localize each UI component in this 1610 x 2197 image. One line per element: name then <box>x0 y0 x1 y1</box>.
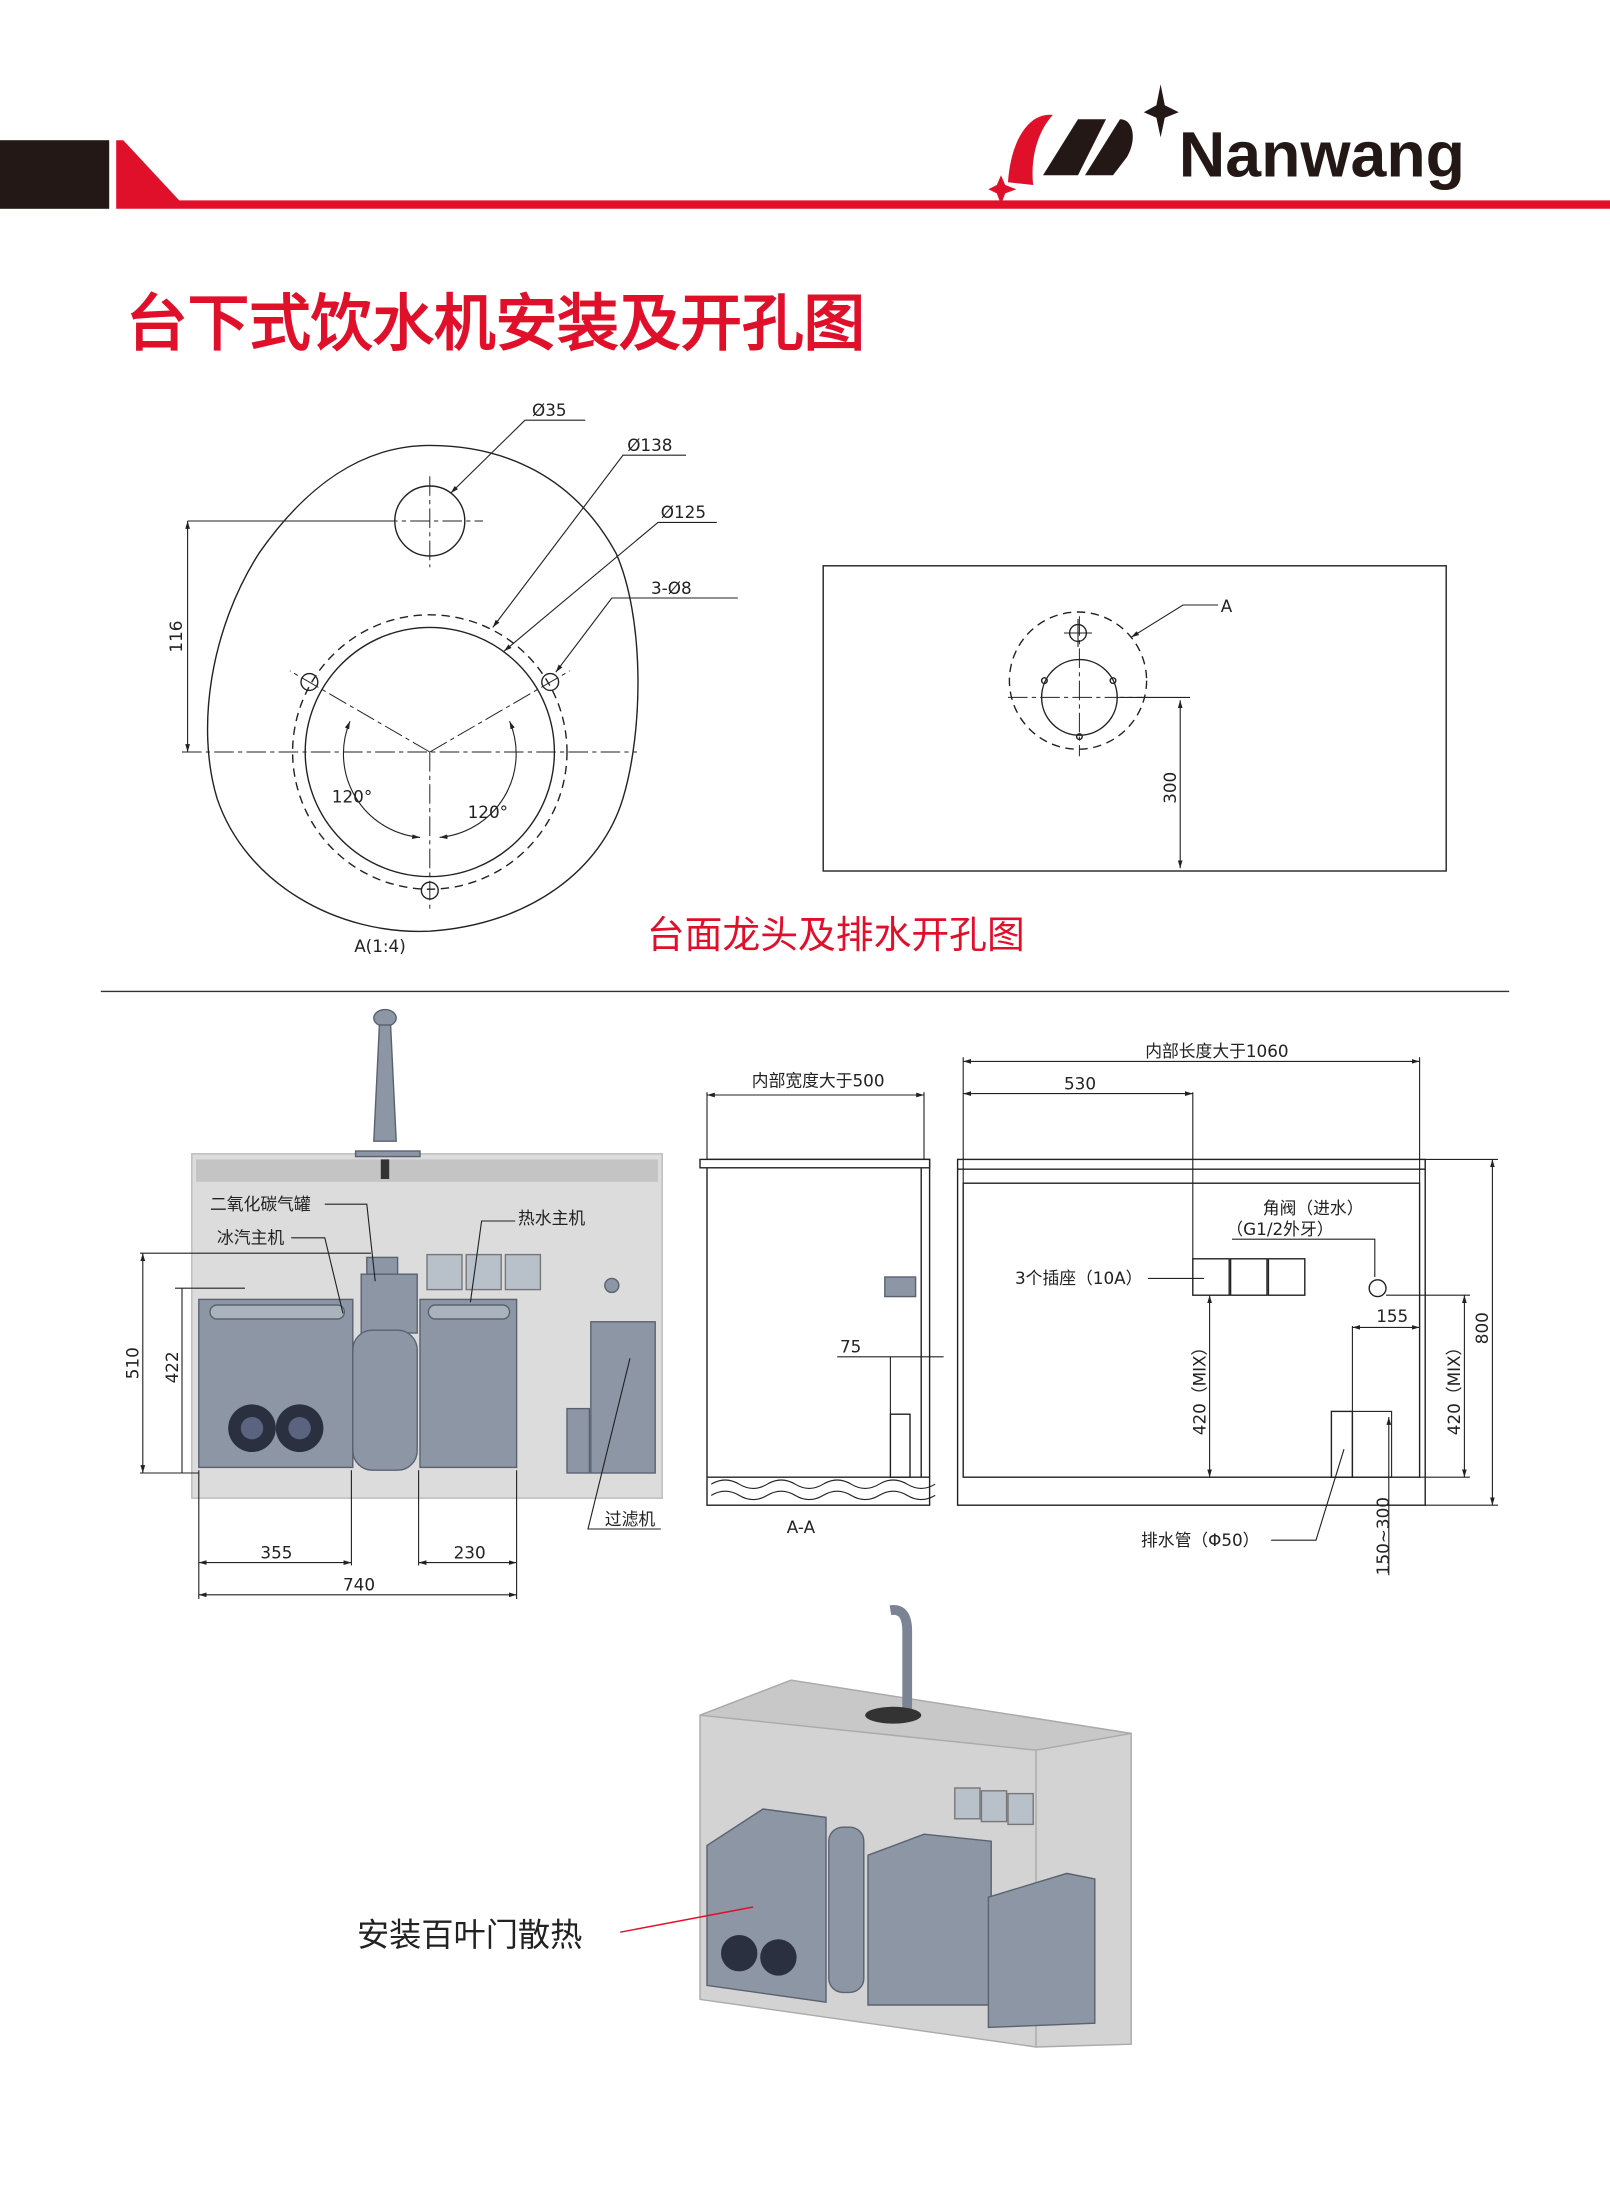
dim-d125: Ø125 <box>661 502 706 522</box>
dim-d138: Ø138 <box>627 435 672 455</box>
angle-valve-icon <box>1368 1279 1387 1298</box>
dim-420-left: 420（MIX） <box>1189 1339 1209 1436</box>
cabinet-length-label: 内部长度大于1060 <box>1145 1041 1288 1061</box>
dim-530: 530 <box>1064 1073 1096 1093</box>
label-drain: 排水管（Φ50） <box>1141 1530 1259 1550</box>
section-caption: A-A <box>787 1517 816 1537</box>
louver-note: 安装百叶门散热 <box>357 1916 582 1954</box>
header-red-rule <box>116 140 1610 209</box>
detail-a-drawing: 116 120° 120° Ø35 Ø138 Ø125 3-Ø8 A(1:4) <box>166 400 738 956</box>
socket-strip-icon <box>1192 1258 1306 1296</box>
dim-150-300: 150~300 <box>1373 1497 1393 1575</box>
logo-star-red-icon <box>988 175 1017 205</box>
faucet-3d-icon <box>865 1605 922 1724</box>
louver-leader <box>620 1906 754 1933</box>
co2-tank-3d-icon <box>828 1826 865 1994</box>
dim-300: 300 <box>1160 772 1180 804</box>
label-angle-valve: 角阀（进水） <box>1263 1198 1364 1218</box>
dim-355: 355 <box>260 1542 292 1562</box>
label-ice-unit: 冰汽主机 <box>217 1227 284 1247</box>
angle-valve-icon <box>604 1277 620 1294</box>
brand-logo: Nanwang <box>988 84 1465 205</box>
logo-n-icon <box>1043 119 1133 176</box>
countertop-caption: 台面龙头及排水开孔图 <box>647 913 1025 957</box>
cabinet-view-drawing: 内部长度大于1060 530 角阀（进水） （G1/2外牙） 3个插座（10A）… <box>956 1041 1498 1576</box>
ice-unit-3d-icon <box>706 1808 827 2004</box>
brand-name: Nanwang <box>1179 119 1465 191</box>
dim-holes: 3-Ø8 <box>651 578 692 598</box>
header-black-block <box>0 140 110 209</box>
countertop-drawing: A 300 台面龙头及排水开孔图 <box>647 565 1447 957</box>
filter-icon <box>566 1321 656 1474</box>
page-title: 台下式饮水机安装及开孔图 <box>126 288 865 360</box>
front-view-drawing: 二氧化碳气罐 冰汽主机 热水主机 过滤机 510 422 355 230 740 <box>123 1008 663 1599</box>
marker-a: A <box>1221 596 1233 616</box>
angle-left-label: 120° <box>332 786 372 806</box>
dim-800: 800 <box>1472 1312 1492 1344</box>
filter-3d-icon <box>987 1872 1096 2029</box>
angle-right-label: 120° <box>468 802 508 822</box>
hot-unit-3d-icon <box>867 1833 992 2006</box>
label-hot-unit: 热水主机 <box>518 1208 585 1228</box>
sockets-3d-icon <box>954 1787 1034 1826</box>
label-filter: 过滤机 <box>605 1509 656 1529</box>
logo-swoosh-icon <box>1008 114 1053 185</box>
dim-230: 230 <box>454 1542 486 1562</box>
dim-155: 155 <box>1376 1306 1408 1326</box>
dim-d35: Ø35 <box>532 400 567 420</box>
dim-420-right: 420（MIX） <box>1444 1339 1464 1436</box>
render-3d: 安装百叶门散热 <box>357 1605 1132 2048</box>
dim-422: 422 <box>162 1351 182 1383</box>
ice-unit-icon <box>198 1298 354 1469</box>
dim-116: 116 <box>166 621 186 653</box>
dim-740: 740 <box>343 1575 375 1595</box>
detail-a-caption: A(1:4) <box>354 936 406 956</box>
faucet-icon <box>354 1008 421 1179</box>
label-co2-tank: 二氧化碳气罐 <box>210 1194 311 1214</box>
co2-tank-icon <box>352 1256 418 1471</box>
label-sockets: 3个插座（10A） <box>1015 1268 1142 1288</box>
dim-510: 510 <box>123 1347 143 1379</box>
label-angle-valve-spec: （G1/2外牙） <box>1226 1219 1333 1239</box>
section-width-label: 内部宽度大于500 <box>752 1071 885 1091</box>
sockets-icon <box>426 1253 542 1291</box>
dim-75: 75 <box>840 1337 861 1357</box>
logo-star-icon <box>1143 84 1179 138</box>
hot-unit-icon <box>419 1298 518 1469</box>
section-aa-drawing: 内部宽度大于500 75 A-A <box>699 1071 944 1537</box>
header: Nanwang <box>0 84 1610 209</box>
